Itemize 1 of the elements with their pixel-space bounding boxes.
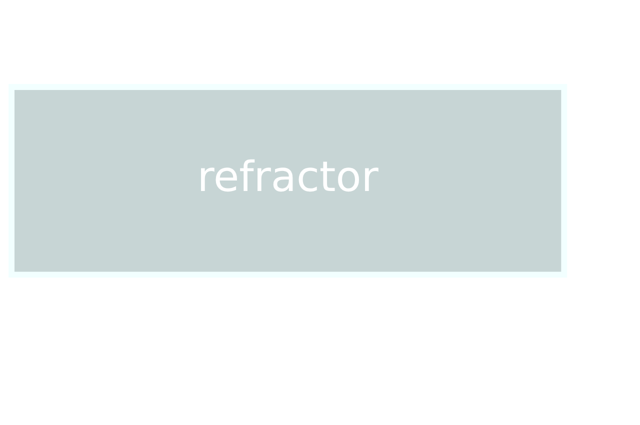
node-box: refractor xyxy=(14,89,562,272)
